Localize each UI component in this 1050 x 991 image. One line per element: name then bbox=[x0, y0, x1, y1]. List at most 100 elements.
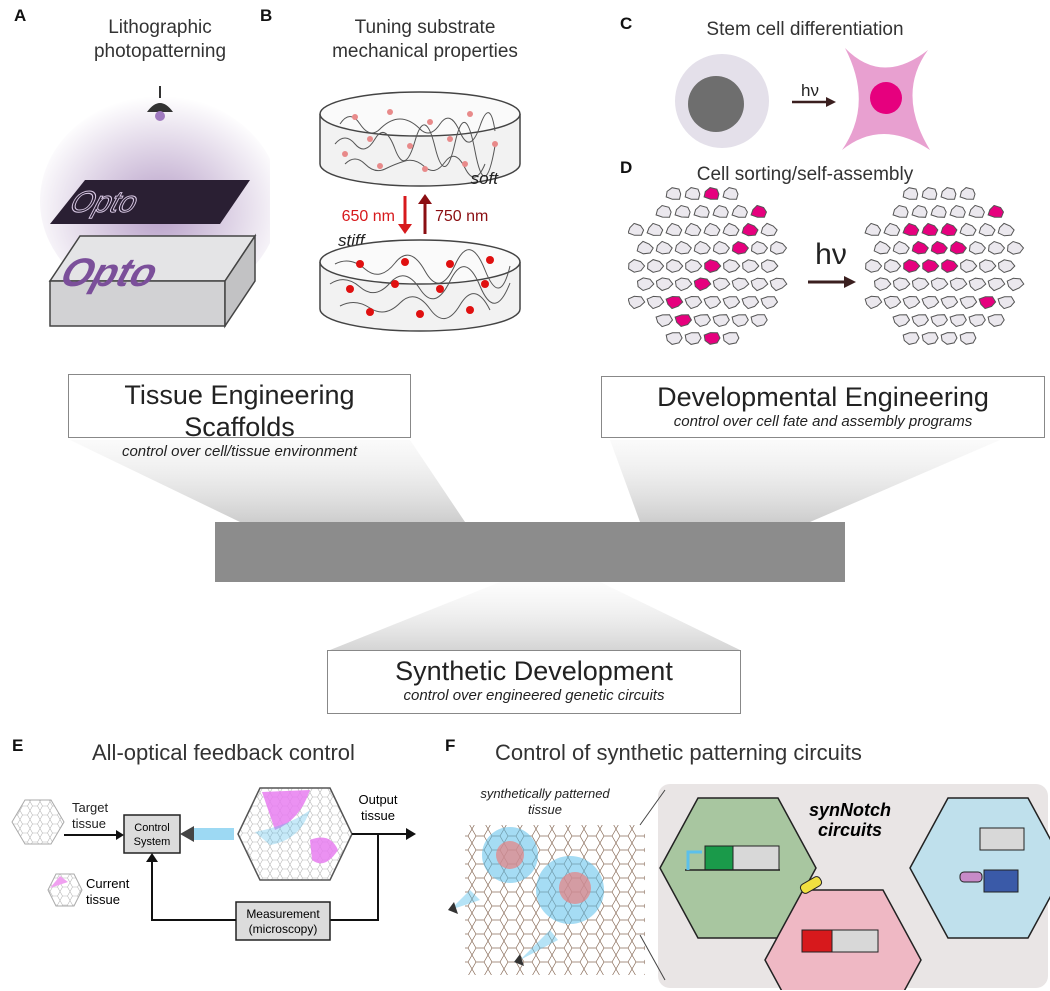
up-label: 750 nm bbox=[435, 208, 488, 225]
cell bbox=[655, 204, 672, 218]
synthetic-development-title: Synthetic Development bbox=[395, 656, 673, 686]
cell bbox=[892, 240, 910, 255]
cell bbox=[712, 314, 730, 328]
cell bbox=[655, 277, 674, 292]
funnel-left bbox=[70, 440, 465, 522]
hydrogel-block: Opto bbox=[48, 233, 257, 329]
stem-cell-diagram: hν bbox=[675, 48, 930, 150]
cell bbox=[760, 296, 779, 310]
cell bbox=[884, 259, 902, 273]
measurement-label-2: (microscopy) bbox=[249, 922, 318, 936]
cell bbox=[731, 204, 748, 218]
stiff-substrate bbox=[319, 239, 521, 332]
panel-b-title: Tuning substrate mechanical properties bbox=[300, 16, 550, 64]
cell bbox=[693, 204, 710, 218]
cell bbox=[674, 277, 693, 292]
photomask-plate bbox=[50, 180, 250, 224]
target-label-2: tissue bbox=[72, 816, 106, 831]
cell bbox=[902, 295, 921, 310]
cell bbox=[665, 222, 683, 236]
highlighted-cell bbox=[987, 204, 1005, 218]
cell bbox=[892, 204, 909, 218]
cell bbox=[864, 222, 882, 236]
cell bbox=[1006, 240, 1025, 255]
highlighted-cell bbox=[731, 240, 750, 255]
central-bar bbox=[215, 522, 845, 582]
target-tissue-hex bbox=[11, 799, 65, 845]
plate-text: Opto bbox=[66, 185, 142, 219]
cell bbox=[760, 259, 779, 274]
cell bbox=[902, 187, 919, 200]
measurement-arrow-head bbox=[146, 853, 158, 862]
cell bbox=[873, 277, 892, 292]
tissue-light-region bbox=[255, 810, 310, 845]
cell bbox=[636, 277, 655, 292]
up-arrow bbox=[418, 194, 432, 234]
cell bbox=[902, 332, 920, 345]
highlighted-cell bbox=[930, 240, 948, 255]
panel-letter-c: C bbox=[620, 14, 633, 33]
tissue-engineering-title: Tissue Engineering Scaffolds bbox=[124, 380, 355, 442]
cell bbox=[769, 240, 788, 255]
highlighted-cell bbox=[949, 240, 968, 255]
target-label-1: Target bbox=[72, 800, 109, 815]
cell bbox=[703, 296, 722, 310]
highlighted-cell bbox=[903, 259, 921, 273]
cell bbox=[930, 204, 947, 218]
measurement-line bbox=[151, 860, 236, 921]
cell bbox=[911, 277, 930, 292]
feedback-control-diagram: Target tissue Control System Output tiss… bbox=[11, 787, 416, 941]
target-arrow-head bbox=[116, 830, 124, 840]
cell bbox=[731, 314, 749, 328]
cell bbox=[684, 187, 701, 200]
panel-letter-e: E bbox=[12, 736, 24, 755]
cell bbox=[750, 277, 769, 292]
zoom-line-1 bbox=[639, 789, 666, 826]
cell bbox=[731, 277, 750, 292]
cell bbox=[968, 240, 987, 255]
tissue-region-2 bbox=[310, 837, 338, 864]
light-beam-1 bbox=[450, 890, 480, 910]
cell bbox=[959, 187, 976, 200]
light-source-2 bbox=[514, 954, 524, 966]
cell bbox=[921, 295, 940, 310]
cell bbox=[628, 295, 646, 310]
output-label-1: Output bbox=[358, 792, 397, 807]
panel-letter-d: D bbox=[620, 158, 633, 177]
cell bbox=[712, 204, 729, 218]
cell bbox=[883, 295, 902, 310]
soft-substrate bbox=[319, 91, 521, 187]
cell bbox=[723, 259, 741, 273]
cell bbox=[712, 240, 731, 255]
sorted-cell-cluster bbox=[864, 187, 1025, 345]
cell bbox=[684, 295, 703, 310]
hv-label-d: hν bbox=[815, 238, 847, 271]
cell bbox=[1006, 277, 1025, 292]
cell bbox=[693, 314, 711, 328]
tissue-region-1 bbox=[262, 790, 310, 830]
lamp-icon bbox=[147, 86, 173, 121]
panel-a-title: Lithographic photopatterning bbox=[60, 16, 260, 64]
cell bbox=[873, 240, 891, 255]
panel-b-title-line1: Tuning substrate bbox=[354, 17, 496, 38]
cell bbox=[693, 240, 711, 255]
light-source-1 bbox=[448, 902, 458, 914]
current-tissue-region bbox=[50, 876, 68, 888]
cell bbox=[987, 277, 1006, 292]
cell bbox=[666, 259, 684, 273]
panel-f-title: Control of synthetic patterning circuits bbox=[495, 740, 862, 765]
cell bbox=[665, 332, 683, 345]
cell bbox=[940, 187, 957, 200]
cell bbox=[636, 240, 654, 255]
cell bbox=[646, 295, 665, 310]
cell bbox=[997, 296, 1016, 310]
synnotch-label-2: circuits bbox=[818, 820, 882, 840]
cell bbox=[959, 332, 977, 345]
cell bbox=[979, 259, 997, 274]
cell bbox=[921, 187, 938, 200]
highlighted-cell bbox=[703, 332, 721, 345]
cell bbox=[911, 314, 929, 328]
down-label: 650 nm bbox=[342, 208, 395, 225]
control-system-box bbox=[123, 814, 181, 854]
